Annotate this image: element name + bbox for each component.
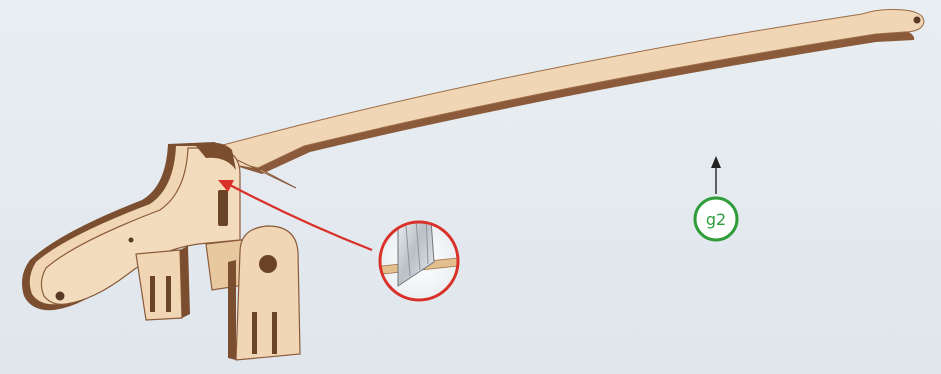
slot <box>218 190 228 226</box>
bracket-hole <box>259 255 277 273</box>
pivot-hole <box>129 238 134 243</box>
callout-label: g2 <box>706 210 726 229</box>
handle-hole <box>56 292 65 301</box>
arm-hole <box>914 17 921 24</box>
